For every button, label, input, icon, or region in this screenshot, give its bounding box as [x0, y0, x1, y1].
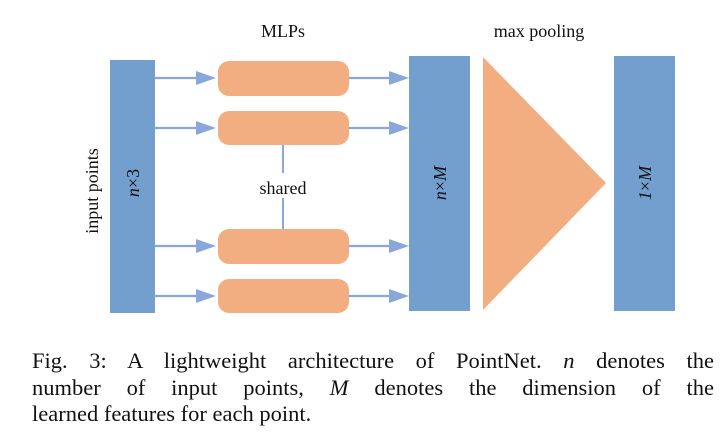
caption-line-1: Fig. 3: A lightweight architecture of Po… [32, 348, 714, 375]
arrow-head [196, 289, 216, 303]
feature-block-var: n [430, 191, 450, 200]
feature-block-label: n×M [430, 165, 450, 200]
global-feature-block-times: × [635, 181, 655, 191]
caption-text: Fig. 3: A lightweight architecture of Po… [32, 348, 564, 373]
max-pooling-triangle [483, 57, 606, 310]
shared-label: shared [260, 178, 307, 198]
pointnet-diagram: MLPs max pooling input points n×3 shared [82, 21, 675, 313]
arrow-head [196, 239, 216, 253]
feature-block-times: × [430, 181, 450, 191]
caption-text: denotes the [574, 348, 714, 373]
caption-math-n: n [563, 348, 575, 373]
arrow-head [389, 71, 409, 85]
global-feature-block [614, 56, 675, 311]
mlp-box [218, 111, 349, 145]
caption-line-2: number of input points, M denotes the di… [32, 375, 714, 402]
mlp-boxes [218, 61, 349, 313]
figure-caption: Fig. 3: A lightweight architecture of Po… [32, 348, 714, 428]
global-feature-block-var: 1 [635, 191, 655, 200]
feature-block-dim: M [430, 165, 450, 182]
input-arrows [155, 71, 216, 303]
caption-text: denotes the dimension of the [348, 374, 714, 400]
mlp-output-arrows [349, 71, 409, 303]
mlp-box [218, 279, 349, 313]
mlp-box [218, 61, 349, 96]
input-block-label: n×3 [123, 169, 143, 197]
input-points-label: input points [82, 148, 102, 234]
caption-line-3: learned features for each point. [32, 401, 312, 426]
arrow-head [389, 289, 409, 303]
arrow-head [196, 71, 216, 85]
input-block-dim: 3 [123, 169, 143, 178]
input-block-var: n [123, 188, 143, 197]
arrow-head [389, 239, 409, 253]
input-block-times: × [123, 178, 143, 188]
caption-math-m: M [329, 374, 349, 400]
mlps-title: MLPs [261, 21, 305, 41]
global-feature-block-dim: M [635, 165, 655, 182]
input-block [110, 60, 155, 313]
feature-block [409, 56, 470, 311]
global-feature-block-label: 1×M [635, 165, 655, 200]
max-pooling-title: max pooling [494, 21, 585, 41]
caption-text: number of input points, [32, 374, 330, 400]
arrow-head [389, 121, 409, 135]
arrow-head [196, 121, 216, 135]
mlp-box [218, 229, 349, 264]
